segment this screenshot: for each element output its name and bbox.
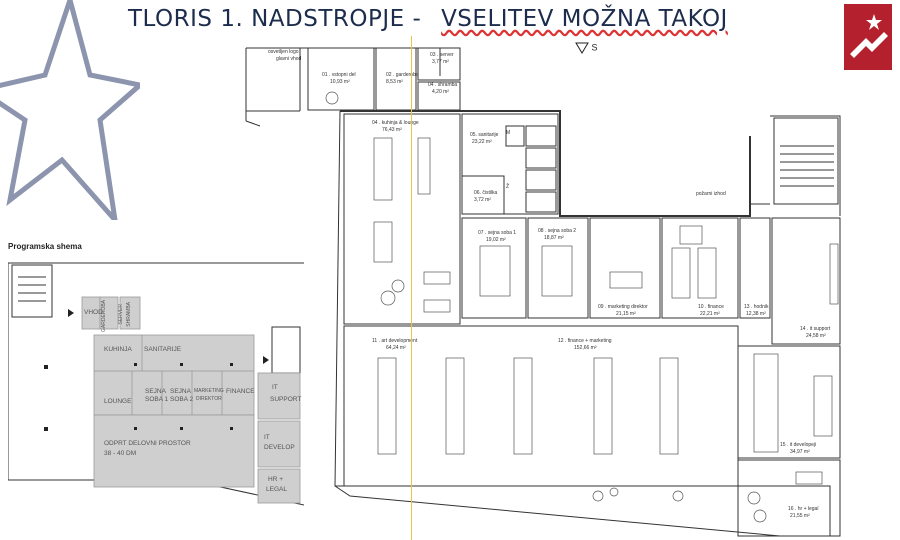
- room-12-area: 152,66 m²: [574, 345, 597, 351]
- room-10-area: 22,21 m²: [700, 311, 720, 317]
- star-outline-graphic: [0, 0, 140, 220]
- title-part-1: TLORIS 1. NADSTROPJE -: [128, 6, 422, 32]
- room-01-name: 01 . vstopni del: [322, 72, 356, 78]
- room-09-name: 09 . marketing direktor: [598, 304, 648, 310]
- room-11-name: 11 . art development: [372, 338, 418, 344]
- schema-it-line2: SUPPORT: [270, 396, 302, 403]
- room-14-name: 14 . it support: [800, 326, 831, 332]
- schema-sejna1-line1: SEJNA: [145, 388, 166, 395]
- brand-logo: [844, 4, 892, 70]
- schema-garderoba: GARDEROBA: [101, 300, 107, 332]
- schema-hr-line2: LEGAL: [266, 486, 287, 493]
- schema-title: Programska shema: [8, 242, 82, 251]
- room-16-area: 21,55 m²: [790, 513, 810, 519]
- room-02-name: 02 . garderoba: [386, 72, 419, 78]
- north-triangle-icon: [575, 42, 589, 54]
- room-05-name: 05. sanitarije: [470, 132, 499, 138]
- room-15-area: 34,97 m²: [790, 449, 810, 455]
- room-02-area: 8,53 m²: [386, 79, 403, 85]
- room-08-area: 18,87 m²: [544, 235, 564, 241]
- schema-sejna1-line2: SOBA 1: [145, 396, 169, 403]
- room-08-name: 08 . sejna soba 2: [538, 228, 577, 234]
- north-label: S: [591, 42, 598, 53]
- room-04-name: 04 . kuhinja & lounge: [372, 120, 419, 126]
- room-01-area: 10,93 m²: [330, 79, 350, 85]
- title-part-2: VSELITEV MOŽNA TAKOJ: [441, 6, 728, 32]
- room-04-area: 76,43 m²: [382, 127, 402, 133]
- room-15-name: 15 . it developeji: [780, 442, 817, 448]
- schema-finance: FINANCE: [226, 388, 255, 395]
- label-entrance: glavni vhod: [276, 56, 302, 62]
- room-13-area: 12,38 m²: [746, 311, 766, 317]
- room-07-name: 07 . sejna soba 1: [478, 230, 517, 236]
- room-10-name: 10 . finance: [698, 304, 724, 310]
- room-04s-area: 4,20 m²: [432, 89, 449, 95]
- program-schema: [8, 262, 304, 506]
- room-14-area: 24,58 m²: [806, 333, 826, 339]
- north-arrow: S: [575, 42, 598, 54]
- room-06-name: 06. čistilka: [474, 190, 498, 196]
- schema-hr-line1: HR +: [268, 476, 283, 483]
- room-09-area: 21,15 m²: [616, 311, 636, 317]
- schema-open-line1: ODPRT DELOVNI PROSTOR: [104, 440, 191, 447]
- schema-marketing-line2: DIREKTOR: [196, 396, 222, 402]
- star-arrow-icon: [850, 14, 888, 58]
- schema-it-line1: IT: [272, 384, 278, 391]
- room-03-name: 03 . server: [430, 52, 454, 58]
- page-title: TLORIS 1. NADSTROPJE - VSELITEV MOŽNA TA…: [128, 6, 728, 32]
- room-16-name: 16 . hr + legal: [788, 506, 819, 512]
- schema-itdev-line2: DEVELOP: [264, 444, 295, 451]
- schema-marketing-line1: MARKETING: [194, 388, 224, 394]
- room-11-area: 64,24 m²: [386, 345, 406, 351]
- schema-lounge: LOUNGE: [104, 398, 132, 405]
- room-12-name: 12 . finance + marketing: [558, 338, 612, 344]
- room-05-area: 23,22 m²: [472, 139, 492, 145]
- schema-vhod: VHOD: [84, 309, 103, 316]
- schema-sejna2-line1: SEJNA: [170, 388, 191, 395]
- room-06-area: 3,72 m²: [474, 197, 491, 203]
- fire-exit-label: požarni izhod: [696, 191, 726, 197]
- room-03-area: 3,77 m²: [432, 59, 449, 65]
- schema-shramba: SHRAMBA: [126, 302, 132, 327]
- label-logo: osvetljen logo: [268, 49, 299, 55]
- schema-kuhinja: KUHINJA: [104, 346, 132, 353]
- floor-plan: [245, 47, 841, 537]
- wc-z-label: Ž: [506, 184, 510, 190]
- room-04s-name: 04 . shramba: [428, 82, 458, 88]
- room-13-name: 13 . hodnik: [744, 304, 769, 310]
- room-07-area: 19,02 m²: [486, 237, 506, 243]
- schema-itdev-line1: IT: [264, 434, 270, 441]
- schema-open-line2: 38 - 40 DM: [104, 450, 137, 457]
- schema-sanitarije: SANITARIJE: [144, 346, 182, 353]
- schema-sejna2-line2: SOBA 2: [170, 396, 194, 403]
- schema-server: SERVER: [118, 304, 124, 325]
- wc-m-label: M: [506, 130, 511, 136]
- guide-line: [411, 36, 412, 540]
